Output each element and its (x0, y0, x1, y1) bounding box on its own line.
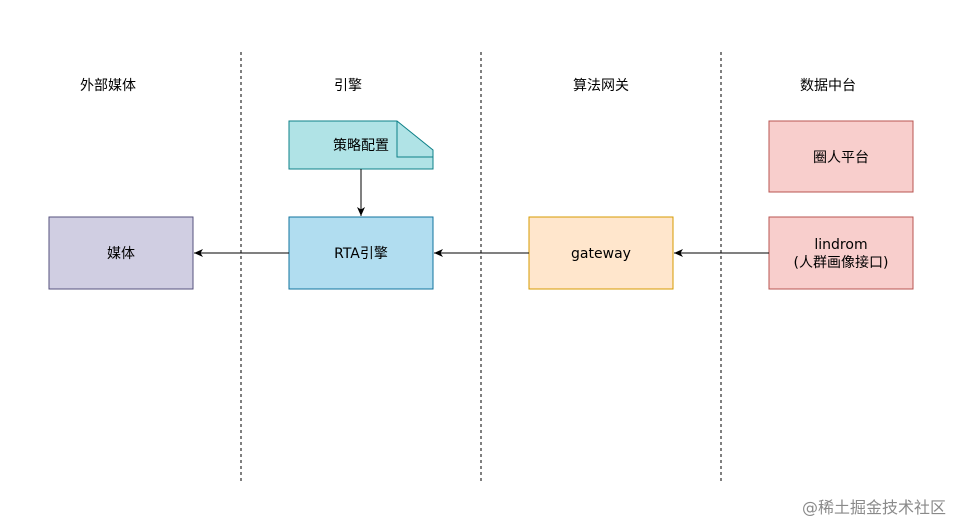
node-label: 媒体 (107, 246, 135, 262)
lane-title-data-platform: 数据中台 (800, 78, 856, 94)
node-rta-engine: RTA引擎 (288, 216, 434, 290)
node-label: gateway (571, 246, 631, 262)
node-label-line2: (人群画像接口) (794, 254, 889, 271)
node-strategy-config: 策略配置 (288, 120, 434, 170)
node-crowd-platform: 圈人平台 (768, 120, 914, 193)
node-label: RTA引擎 (334, 246, 388, 262)
node-box (528, 216, 674, 290)
note-fold (396, 121, 433, 158)
node-label: 策略配置 (333, 137, 389, 154)
lane-title-external-media: 外部媒体 (80, 78, 136, 94)
node-label: 圈人平台 (813, 150, 869, 166)
node-label-line1: lindrom (814, 237, 867, 253)
node-lindrom: lindrom (人群画像接口) (768, 216, 914, 290)
node-box (48, 216, 194, 290)
node-box (768, 120, 914, 193)
lane-title-algorithm-gateway: 算法网关 (573, 78, 629, 94)
watermark: @稀土掘金技术社区 (802, 498, 946, 517)
node-media: 媒体 (48, 216, 194, 290)
lane-title-engine: 引擎 (334, 78, 362, 94)
node-box (768, 216, 914, 290)
node-gateway: gateway (528, 216, 674, 290)
